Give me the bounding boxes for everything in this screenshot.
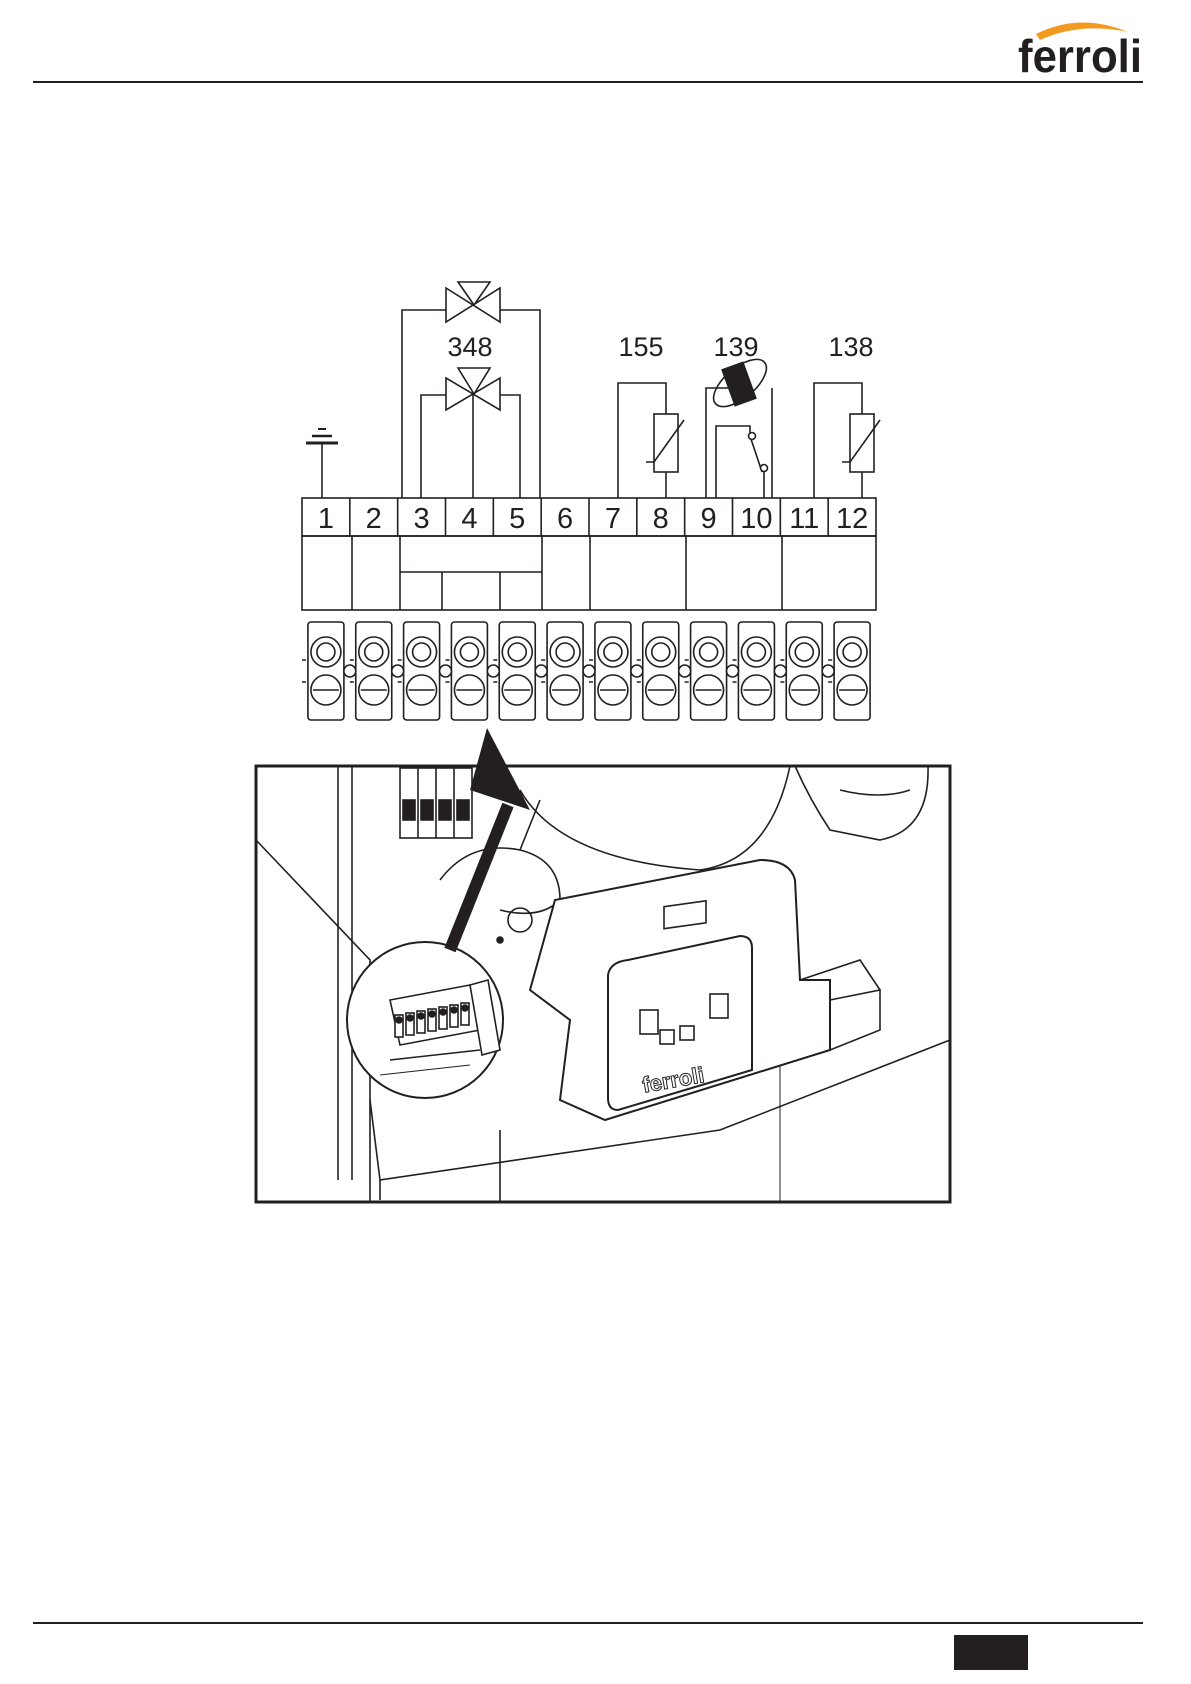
terminal-number: 1 [318,503,334,535]
terminal-number: 2 [366,503,382,535]
pointer-arrow [450,728,530,950]
terminal-number: 4 [461,503,477,535]
label-348: 348 [447,332,492,362]
thermostat-body [722,362,756,405]
terminal-screw-9 [691,622,727,720]
terminal-screw-12 [834,622,870,720]
footer [33,1623,1143,1670]
magnifier-detail [347,942,503,1098]
thermostat-139 [706,351,774,498]
terminal-number: 9 [701,503,717,535]
terminal-screw-2 [356,622,392,720]
three-way-valve [402,282,540,498]
label-139: 139 [713,332,758,362]
terminal-screw-6 [547,622,583,720]
label-138: 138 [828,332,873,362]
earth-symbol [306,429,338,498]
terminal-screw-5 [499,622,535,720]
wiring-schematic [302,282,880,720]
terminal-screw-11 [786,622,822,720]
terminal-number: 3 [414,503,430,535]
component-labels: 348 155 139 138 [447,332,873,362]
terminal-number: 7 [605,503,621,535]
terminal-number: 6 [557,503,573,535]
ferroli-logo: ferroli [1018,22,1142,82]
sensor-155 [618,383,684,498]
terminal-screw-1 [308,622,344,720]
terminal-screw-7 [595,622,631,720]
boiler-terminal-strip [400,768,472,838]
terminal-number: 11 [789,503,819,535]
terminal-screw-4 [451,622,487,720]
terminal-screw-8 [643,622,679,720]
logo-text: ferroli [1018,30,1142,82]
terminal-number: 12 [836,503,868,535]
terminal-screw-10 [738,622,774,720]
header: ferroli [33,22,1143,82]
page-tab [954,1635,1028,1670]
label-155: 155 [618,332,663,362]
terminal-number: 8 [653,503,669,535]
boiler-illustration: ferroli [256,728,950,1202]
terminal-number: 10 [740,503,772,535]
terminal-number: 5 [509,503,525,535]
terminal-block [302,622,876,720]
terminal-screw-3 [404,622,440,720]
sensor-138 [814,383,880,498]
